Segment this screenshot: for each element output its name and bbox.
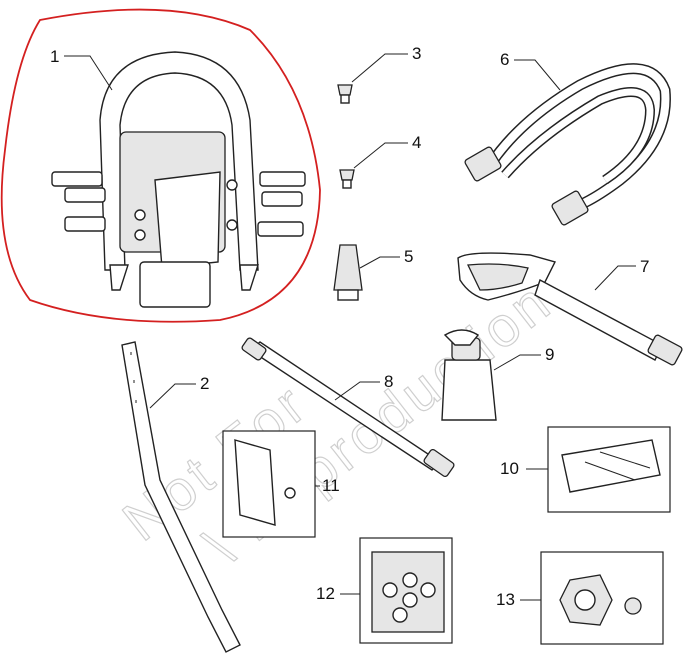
callout-8: 8 <box>384 372 393 391</box>
callout-7: 7 <box>640 257 649 276</box>
callout-2: 2 <box>200 374 209 393</box>
callout-4: 4 <box>412 133 421 152</box>
part-2-frame-tube[interactable] <box>121 341 241 653</box>
leader-line-3 <box>351 53 408 83</box>
callout-11: 11 <box>322 476 340 495</box>
leader-line-5 <box>359 256 400 269</box>
part-9-detergent-bottle[interactable] <box>441 329 497 421</box>
part-10-screw-packet[interactable] <box>547 426 671 513</box>
callout-12: 12 <box>316 584 335 603</box>
callout-1: 1 <box>50 47 59 66</box>
callout-3: 3 <box>412 44 421 63</box>
callout-6: 6 <box>500 50 509 69</box>
part-11-plate-kit[interactable] <box>222 430 316 538</box>
leader-line-8 <box>334 381 380 401</box>
leader-line-7 <box>594 265 636 291</box>
part-6-hose[interactable] <box>464 63 671 226</box>
part-1-handle-frame[interactable] <box>51 51 306 308</box>
callout-10: 10 <box>500 459 519 478</box>
part-5-turbo-nozzle[interactable] <box>333 244 363 301</box>
leader-line-4 <box>353 142 408 169</box>
part-12-seal-kit[interactable] <box>359 537 453 644</box>
leader-line-9 <box>493 354 541 371</box>
part-7-spray-gun[interactable] <box>457 252 683 366</box>
leader-line-1 <box>64 55 113 91</box>
part-8-lance[interactable] <box>241 337 455 478</box>
leader-line-6 <box>514 59 561 91</box>
callout-13: 13 <box>496 590 515 609</box>
leader-line-2 <box>149 383 196 409</box>
part-13-nut-washer[interactable] <box>540 551 664 645</box>
callout-5: 5 <box>404 247 413 266</box>
part-3-nozzle-tip[interactable] <box>337 84 353 104</box>
callout-9: 9 <box>545 345 554 364</box>
highlight-circle-part-1 <box>0 8 321 323</box>
part-4-nozzle-tip[interactable] <box>339 169 355 189</box>
